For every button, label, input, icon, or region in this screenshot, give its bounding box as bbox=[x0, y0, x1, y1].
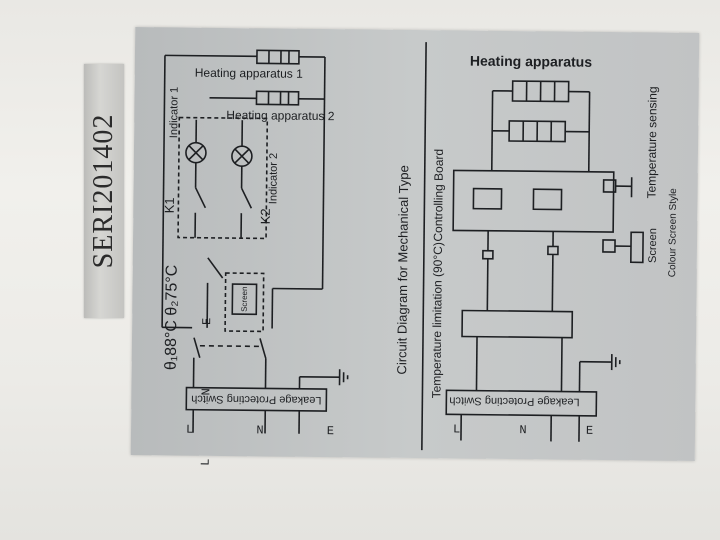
k1-label: K1 bbox=[161, 197, 177, 214]
temperature-sensing-label: Temperature sensing bbox=[644, 86, 660, 199]
heater-1-label: Heating apparatus 1 bbox=[194, 65, 303, 81]
indicator-1-label: Indicator 1 bbox=[168, 86, 181, 139]
thermostat-label: θ₁88°C θ₂75°C bbox=[162, 264, 181, 371]
screen-label-right: Screen bbox=[646, 228, 660, 263]
terminals-bottom: L N E bbox=[185, 422, 363, 439]
serial-plate bbox=[84, 64, 124, 318]
k2-label: K2 bbox=[257, 208, 273, 225]
circuit-diagram-lines bbox=[161, 42, 644, 451]
terminals-right: L N E bbox=[452, 422, 620, 439]
temperature-limitation-label: Temperature limitation (90°C) bbox=[429, 242, 446, 399]
wiring-label-panel: Indicator 1 Heating apparatus 1 Heating … bbox=[130, 27, 700, 466]
controlling-board-label: Controlling Board bbox=[431, 148, 446, 242]
center-caption: Circuit Diagram for Mechanical Type bbox=[394, 165, 412, 375]
screen-label-left: Screen bbox=[239, 286, 250, 312]
right-diagram-title: Heating apparatus bbox=[469, 52, 593, 70]
heater-2-label: Heating apparatus 2 bbox=[226, 108, 335, 124]
leakage-switch-label-left: Leakage Protecting Switch bbox=[191, 392, 322, 407]
terminals-top: L N E bbox=[198, 289, 215, 466]
colour-screen-style-label: Colour Screen Style bbox=[667, 188, 680, 278]
leakage-switch-label-right: Leakage Protecting Switch bbox=[449, 394, 580, 408]
serial-number: SERI201402 bbox=[88, 113, 119, 269]
indicator-2-label: Indicator 2 bbox=[267, 152, 280, 205]
